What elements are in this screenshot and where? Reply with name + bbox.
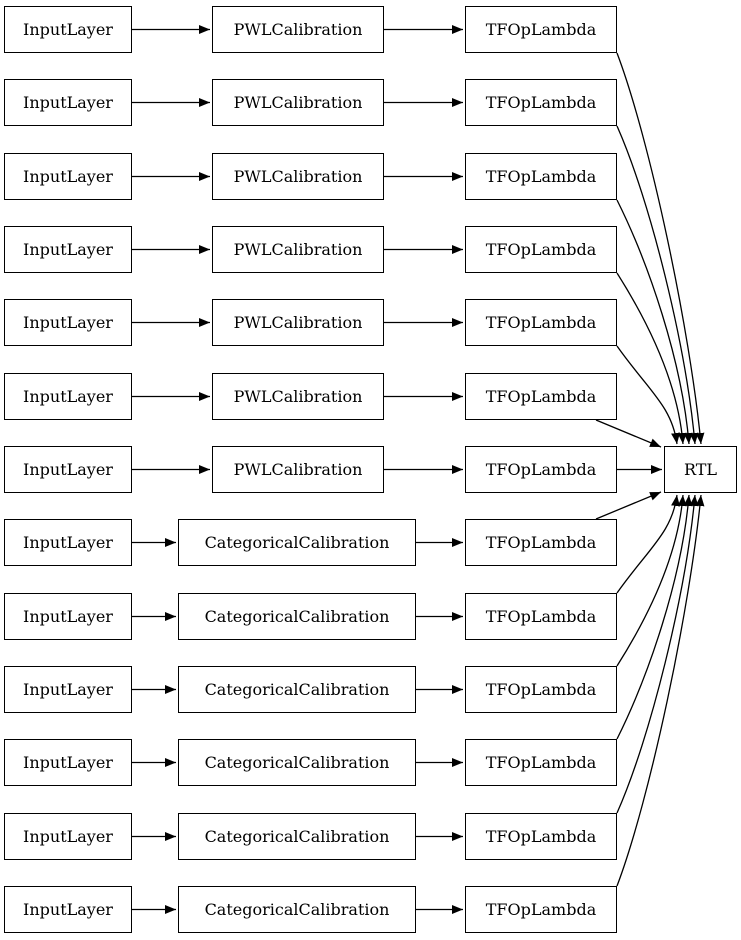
node-inputlayer-10: InputLayer <box>4 666 132 713</box>
node-pwlcalibration-5: PWLCalibration <box>212 299 384 346</box>
edge-lambda-rtl <box>616 52 705 445</box>
edge-lambda-rtl <box>616 199 693 445</box>
edge-lambda-rtl <box>616 494 705 887</box>
edge-lambda-rtl <box>616 345 681 445</box>
node-pwlcalibration-3: PWLCalibration <box>212 153 384 200</box>
node-inputlayer-5: InputLayer <box>4 299 132 346</box>
edge-lambda-rtl <box>616 272 687 445</box>
node-categoricalcalibration-5: CategoricalCalibration <box>178 813 416 860</box>
node-categoricalcalibration-4: CategoricalCalibration <box>178 739 416 786</box>
edge-lambda-rtl <box>616 494 687 667</box>
node-inputlayer-6: InputLayer <box>4 373 132 420</box>
node-inputlayer-11: InputLayer <box>4 739 132 786</box>
node-inputlayer-3: InputLayer <box>4 153 132 200</box>
node-tfoplambda-1: TFOpLambda <box>465 6 617 53</box>
node-categoricalcalibration-1: CategoricalCalibration <box>178 519 416 566</box>
edge-lambda-rtl <box>616 125 699 445</box>
node-categoricalcalibration-3: CategoricalCalibration <box>178 666 416 713</box>
node-inputlayer-8: InputLayer <box>4 519 132 566</box>
node-inputlayer-1: InputLayer <box>4 6 132 53</box>
edge-lambda-rtl <box>616 494 681 594</box>
node-tfoplambda-13: TFOpLambda <box>465 886 617 933</box>
node-rtl: RTL <box>664 446 737 493</box>
edge-group <box>132 25 705 914</box>
node-pwlcalibration-2: PWLCalibration <box>212 79 384 126</box>
node-pwlcalibration-6: PWLCalibration <box>212 373 384 420</box>
node-pwlcalibration-1: PWLCalibration <box>212 6 384 53</box>
node-inputlayer-9: InputLayer <box>4 593 132 640</box>
node-tfoplambda-11: TFOpLambda <box>465 739 617 786</box>
edge-lambda-rtl <box>595 491 662 520</box>
node-inputlayer-7: InputLayer <box>4 446 132 493</box>
node-tfoplambda-2: TFOpLambda <box>465 79 617 126</box>
edge-lambda-rtl <box>595 419 662 448</box>
node-tfoplambda-6: TFOpLambda <box>465 373 617 420</box>
node-tfoplambda-12: TFOpLambda <box>465 813 617 860</box>
node-tfoplambda-9: TFOpLambda <box>465 593 617 640</box>
node-inputlayer-4: InputLayer <box>4 226 132 273</box>
node-inputlayer-13: InputLayer <box>4 886 132 933</box>
node-inputlayer-12: InputLayer <box>4 813 132 860</box>
node-tfoplambda-8: TFOpLambda <box>465 519 617 566</box>
node-tfoplambda-7: TFOpLambda <box>465 446 617 493</box>
node-tfoplambda-5: TFOpLambda <box>465 299 617 346</box>
node-categoricalcalibration-6: CategoricalCalibration <box>178 886 416 933</box>
node-pwlcalibration-4: PWLCalibration <box>212 226 384 273</box>
node-pwlcalibration-7: PWLCalibration <box>212 446 384 493</box>
edge-lambda-rtl <box>616 494 699 814</box>
edge-lambda-rtl <box>616 494 693 740</box>
node-tfoplambda-10: TFOpLambda <box>465 666 617 713</box>
node-inputlayer-2: InputLayer <box>4 79 132 126</box>
node-tfoplambda-3: TFOpLambda <box>465 153 617 200</box>
node-tfoplambda-4: TFOpLambda <box>465 226 617 273</box>
node-categoricalcalibration-2: CategoricalCalibration <box>178 593 416 640</box>
